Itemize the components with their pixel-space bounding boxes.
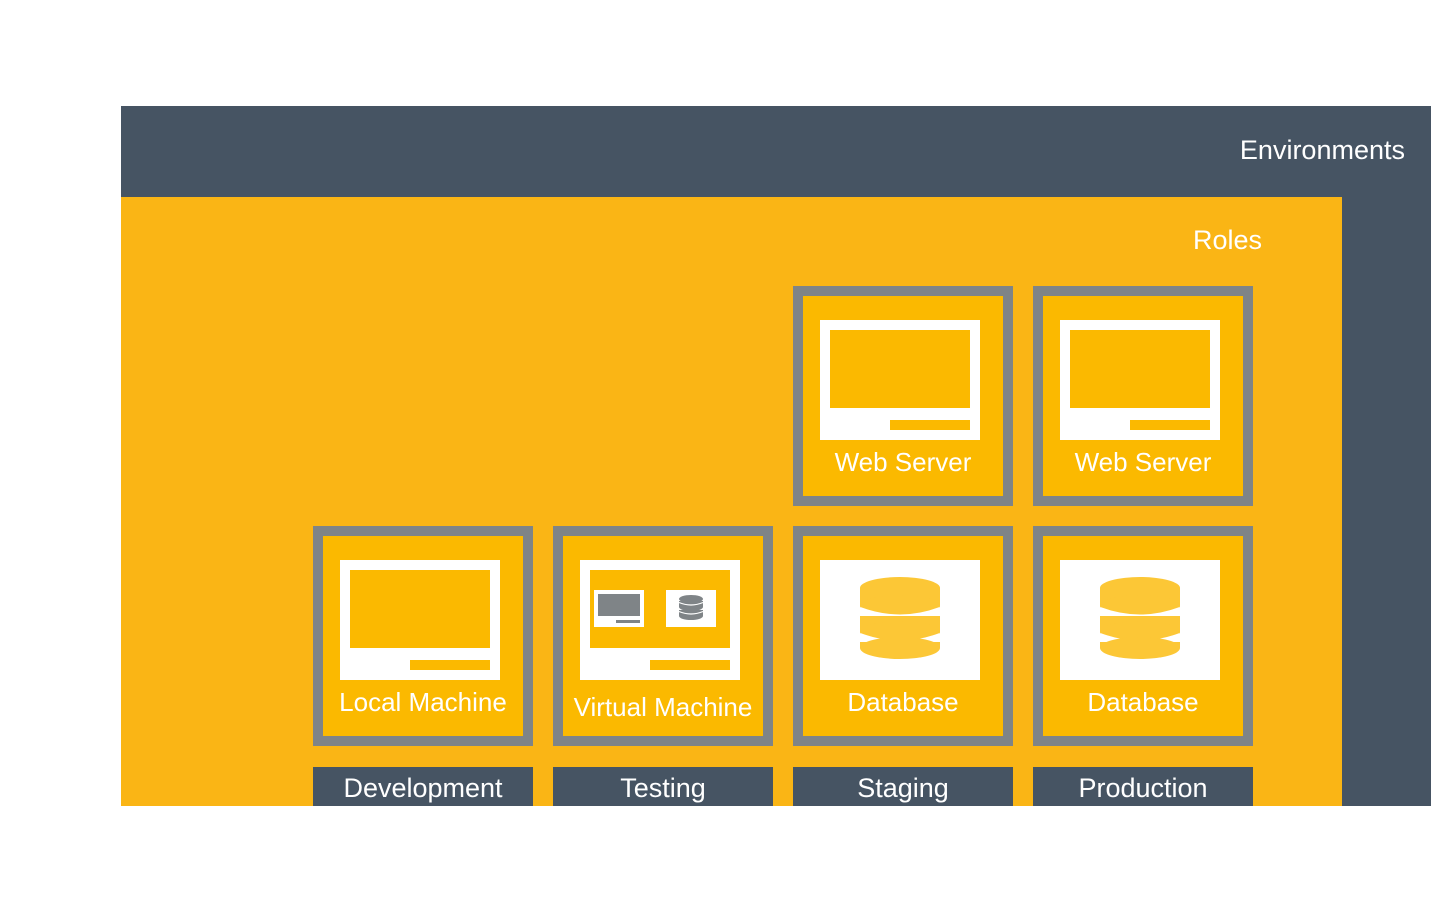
database-production-tile: Database (1033, 526, 1253, 746)
virtual-machine-tile: Virtual Machine (553, 526, 773, 746)
tile-label: Local Machine (339, 687, 507, 717)
environment-label-staging: Staging (793, 767, 1013, 806)
local-machine-tile: Local Machine (313, 526, 533, 746)
environment-label-development: Development (313, 767, 533, 806)
mini-monitor-icon (594, 590, 644, 627)
environments-panel: Environments Roles Web Server Web Server (121, 106, 1431, 806)
environment-label-testing: Testing (553, 767, 773, 806)
database-icon (820, 560, 980, 680)
database-icon (1060, 560, 1220, 680)
roles-title: Roles (1192, 225, 1262, 255)
tile-label: Database (1087, 687, 1199, 717)
web-server-production-tile: Web Server (1033, 286, 1253, 506)
tile-label: Virtual Machine (573, 692, 753, 722)
mini-database-icon (666, 590, 716, 627)
tile-label: Web Server (834, 447, 972, 477)
tile-label: Database (847, 687, 959, 717)
virtual-machine-icon (580, 560, 740, 680)
tile-label: Web Server (1074, 447, 1212, 477)
web-server-staging-tile: Web Server (793, 286, 1013, 506)
monitor-icon (820, 320, 980, 440)
database-staging-tile: Database (793, 526, 1013, 746)
monitor-icon (1060, 320, 1220, 440)
environments-title: Environments (1239, 135, 1405, 165)
roles-panel: Roles Web Server Web Server (121, 197, 1342, 806)
environment-label-production: Production (1033, 767, 1253, 806)
monitor-icon (340, 560, 500, 680)
